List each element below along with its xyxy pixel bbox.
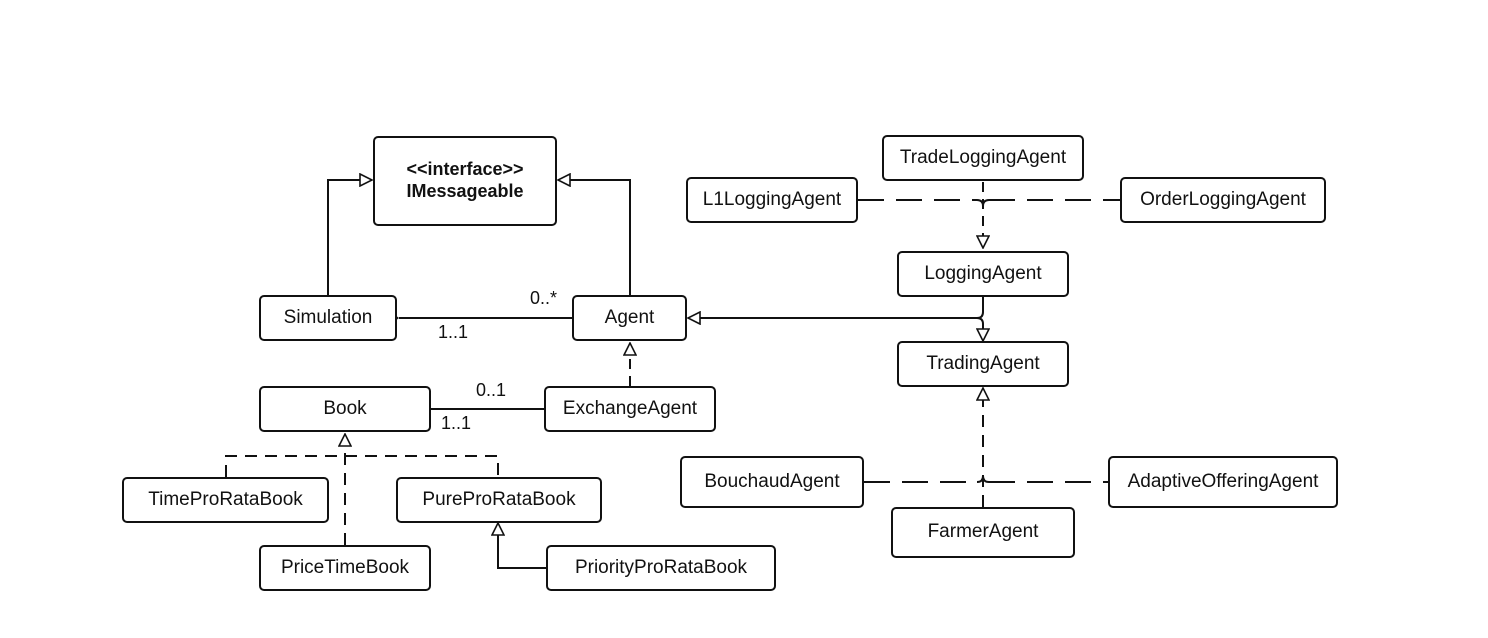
multiplicity-exchange-end: 0..1 xyxy=(476,380,507,400)
loggingagent-class[interactable]: LoggingAgent xyxy=(897,251,1069,297)
orderloggingagent-class[interactable]: OrderLoggingAgent xyxy=(1120,177,1326,223)
l1loggingagent-name: L1LoggingAgent xyxy=(702,188,842,210)
simulation-name: Simulation xyxy=(283,306,373,328)
agent-to-imessageable-line xyxy=(558,180,631,295)
imessageable-class[interactable]: <<interface>> IMessageable xyxy=(373,136,557,226)
agent-name: Agent xyxy=(604,306,655,328)
l1loggingagent-class[interactable]: L1LoggingAgent xyxy=(686,177,858,223)
exchangeagent-name: ExchangeAgent xyxy=(562,397,698,419)
bouchaudagent-name: BouchaudAgent xyxy=(704,470,840,492)
priorityproratabook-to-pureproratabook-line xyxy=(498,523,546,569)
bouchaudagent-class[interactable]: BouchaudAgent xyxy=(680,456,864,508)
simulation-to-imessageable-line xyxy=(327,180,372,295)
orderloggingagent-name: OrderLoggingAgent xyxy=(1140,188,1306,210)
book-name: Book xyxy=(323,397,367,419)
imessageable-name: IMessageable xyxy=(406,181,524,201)
adaptiveofferingagent-class[interactable]: AdaptiveOfferingAgent xyxy=(1108,456,1338,508)
agent-class[interactable]: Agent xyxy=(572,295,687,341)
book-subclasses-dashed-bar xyxy=(225,455,499,477)
priorityproratabook-class[interactable]: PriorityProRataBook xyxy=(546,545,776,591)
priorityproratabook-name: PriorityProRataBook xyxy=(574,556,748,578)
tradingagent-class[interactable]: TradingAgent xyxy=(897,341,1069,387)
adaptiveofferingagent-name: AdaptiveOfferingAgent xyxy=(1127,470,1319,492)
tradeloggingagent-class[interactable]: TradeLoggingAgent xyxy=(882,135,1084,181)
pureproratabook-name: PureProRataBook xyxy=(422,488,576,510)
tradeloggingagent-name: TradeLoggingAgent xyxy=(899,146,1067,168)
multiplicity-book-end: 1..1 xyxy=(441,413,472,433)
imessageable-stereotype: <<interface>> xyxy=(406,159,524,180)
multiplicity-simulation-end: 1..1 xyxy=(438,322,469,342)
farmeragent-class[interactable]: FarmerAgent xyxy=(891,507,1075,558)
timeproratabook-class[interactable]: TimeProRataBook xyxy=(122,477,329,523)
pureproratabook-class[interactable]: PureProRataBook xyxy=(396,477,602,523)
exchangeagent-class[interactable]: ExchangeAgent xyxy=(544,386,716,432)
loggingagent-name: LoggingAgent xyxy=(924,262,1042,284)
timeproratabook-name: TimeProRataBook xyxy=(148,488,303,510)
multiplicity-agent-end: 0..* xyxy=(530,288,558,308)
farmeragent-name: FarmerAgent xyxy=(927,521,1039,543)
book-class[interactable]: Book xyxy=(259,386,431,432)
tradingagent-name: TradingAgent xyxy=(926,352,1040,374)
pricetimebook-name: PriceTimeBook xyxy=(280,556,410,578)
simulation-class[interactable]: Simulation xyxy=(259,295,397,341)
pricetimebook-class[interactable]: PriceTimeBook xyxy=(259,545,431,591)
loggingagent-tradingagent-to-agent-line xyxy=(688,297,983,341)
